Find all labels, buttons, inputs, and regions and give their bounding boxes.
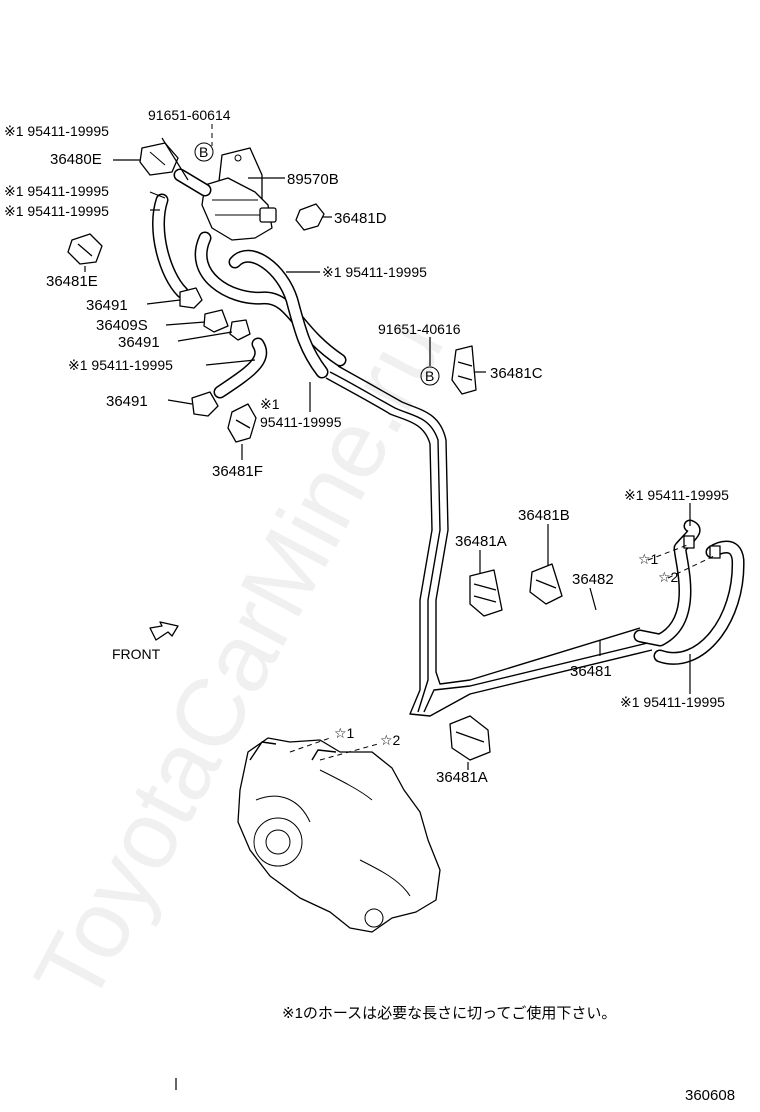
- clip-36481f: [227, 403, 257, 443]
- clip-36481e: [67, 233, 103, 265]
- label-front: FRONT: [112, 646, 161, 662]
- label-bolt-b1: B: [199, 144, 208, 160]
- labels: 91651-60614 ※1 95411-19995 36480E ※1 954…: [4, 107, 735, 1104]
- label-36491-a: 36491: [86, 297, 128, 314]
- clip-36481a-lower: [449, 715, 491, 761]
- transfer-case: [237, 737, 441, 933]
- label-36480e: 36480E: [50, 151, 102, 168]
- label-36481e: 36481E: [46, 273, 98, 290]
- label-ref1-e: ※1 95411-19995: [68, 357, 173, 373]
- label-36409s: 36409S: [96, 317, 148, 334]
- footnote: ※1のホースは必要な長さに切ってご使用下さい。: [282, 1005, 616, 1022]
- label-36481d: 36481D: [334, 210, 387, 227]
- label-ref1-f-mark: ※1: [260, 396, 280, 412]
- clip-36481c: [451, 345, 477, 395]
- label-91651-60614: 91651-60614: [148, 107, 231, 123]
- label-ref1-h: ※1 95411-19995: [620, 694, 725, 710]
- hoses-right: [633, 519, 745, 665]
- label-89570b: 89570B: [287, 171, 339, 188]
- label-36481f: 36481F: [212, 463, 263, 480]
- label-ref1-a: ※1 95411-19995: [4, 123, 109, 139]
- hose-left: [152, 193, 189, 299]
- diagram-number: 360608: [685, 1087, 735, 1104]
- hoses-main: [194, 231, 347, 379]
- label-36481c: 36481C: [490, 365, 543, 382]
- label-star1-b: ☆1: [334, 725, 355, 741]
- label-ref1-f-num: 95411-19995: [260, 414, 342, 430]
- label-36481a-upper: 36481A: [455, 533, 507, 550]
- label-star1-a: ☆1: [638, 551, 659, 567]
- label-36482: 36482: [572, 571, 614, 588]
- label-bolt-b2: B: [425, 368, 434, 384]
- small-parts: [179, 287, 268, 417]
- label-36481: 36481: [570, 663, 612, 680]
- label-ref1-g: ※1 95411-19995: [624, 487, 729, 503]
- label-ref1-d: ※1 95411-19995: [322, 264, 427, 280]
- clip-36481b: [529, 563, 563, 605]
- bolt-b1-circle: [194, 142, 214, 162]
- label-ref1-b: ※1 95411-19995: [4, 183, 109, 199]
- label-36491-c: 36491: [106, 393, 148, 410]
- label-36481a-lower: 36481A: [436, 769, 488, 786]
- pipes: [325, 365, 661, 717]
- label-91651-40616: 91651-40616: [378, 321, 461, 337]
- label-36491-b: 36491: [118, 334, 160, 351]
- label-ref1-c: ※1 95411-19995: [4, 203, 109, 219]
- valve-assembly: [139, 142, 277, 241]
- clip-36481a-upper: [469, 569, 503, 617]
- label-star2-a: ☆2: [658, 569, 679, 585]
- leader-lines: [84, 124, 715, 1090]
- bolt-b2-circle: [420, 366, 440, 386]
- label-36481b: 36481B: [518, 507, 570, 524]
- front-arrow: [149, 621, 179, 641]
- label-star2-b: ☆2: [380, 732, 401, 748]
- clip-36481d: [295, 203, 325, 231]
